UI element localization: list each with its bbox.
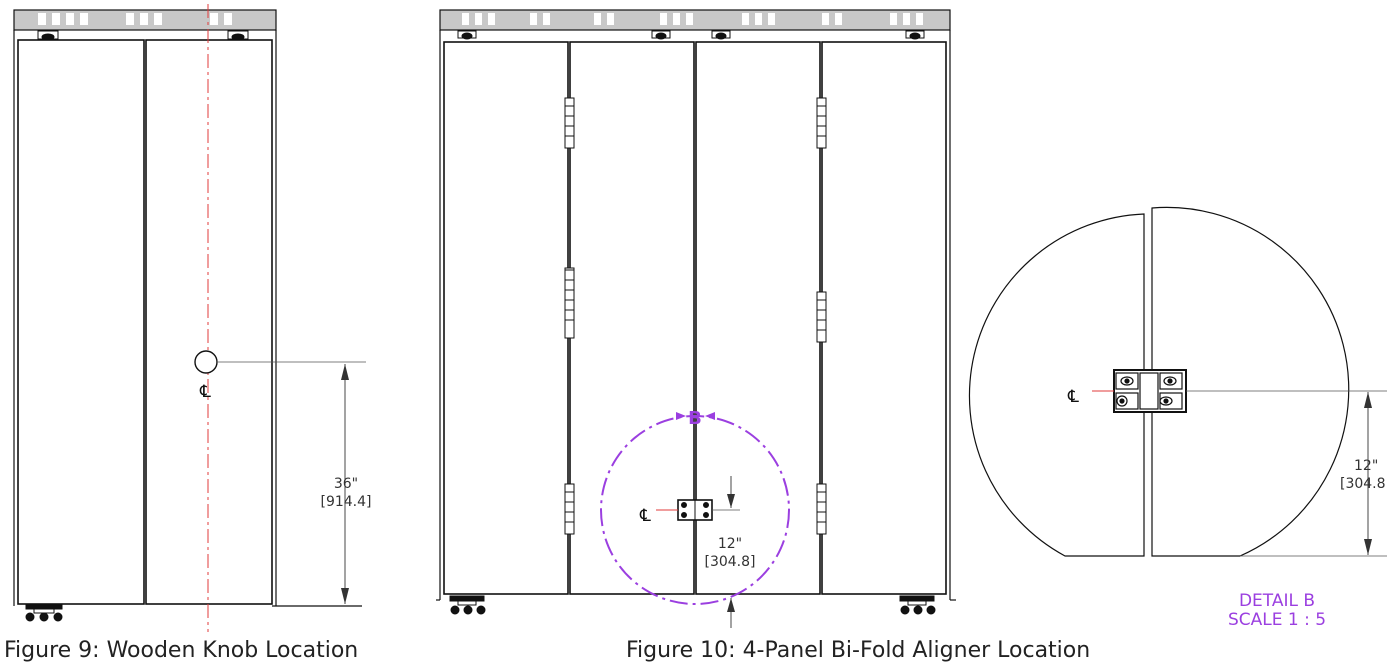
figure10-bottom-pivot-left: [449, 595, 486, 615]
figure10-dim-imperial: 12": [718, 536, 742, 552]
detail-b-dim-metric: [304.8: [1340, 476, 1386, 492]
figure10-hinges: [564, 97, 827, 535]
figure9-dim-imperial: 36": [334, 476, 358, 492]
detail-b-title: DETAIL B: [1239, 591, 1315, 611]
figure10-top-pivots: [457, 30, 925, 40]
figure9-panel-right: [145, 39, 273, 605]
detail-b-left-panel: [968, 213, 1145, 557]
figure10-panel-4: [821, 41, 947, 595]
detail-b-callout-circle: [600, 415, 790, 605]
figure9-bottom-pivot: [25, 603, 63, 622]
detail-b-aligner: [1113, 369, 1187, 413]
figure9-top-pivot-left: [37, 30, 59, 41]
figure10-panel-3: [695, 41, 821, 595]
figure10-panel-1: [443, 41, 569, 595]
figure9-caption: Figure 9: Wooden Knob Location: [4, 638, 359, 663]
figure9-panel-left: [17, 39, 145, 605]
figure9-top-pivot-right: [227, 30, 249, 41]
figure10-caption: Figure 10: 4-Panel Bi-Fold Aligner Locat…: [626, 638, 1091, 663]
figure10-drawing: B ℄ 12" [304.8]: [436, 9, 956, 628]
figure10-bottom-pivot-right: [899, 595, 936, 615]
wooden-knob: [194, 350, 218, 374]
figure9-dim-metric: [914.4]: [320, 494, 371, 510]
figure9-track-slots: [38, 13, 232, 25]
detail-b-drawing: ℄ 12" [304.8 DETAIL B SCALE 1 : 5: [968, 206, 1387, 630]
detail-b-centerline-mark: ℄: [1067, 387, 1079, 407]
detail-b-dim-imperial: 12": [1354, 458, 1378, 474]
figure9-centerline-mark: ℄: [199, 382, 211, 402]
detail-b-callout-letter: B: [688, 408, 702, 429]
figure10-panel-2: [569, 41, 695, 595]
detail-b-right-panel: [1151, 206, 1350, 557]
figure10-track-slots: [462, 13, 923, 25]
figure10-centerline-mark: ℄: [639, 506, 651, 526]
figure10-top-track: [439, 9, 951, 31]
detail-b-scale: SCALE 1 : 5: [1228, 610, 1326, 630]
figure10-aligner: [677, 499, 713, 521]
figure9-drawing: ℄ 36" [914.4]: [13, 4, 372, 632]
figure10-dim-metric: [304.8]: [704, 554, 755, 570]
